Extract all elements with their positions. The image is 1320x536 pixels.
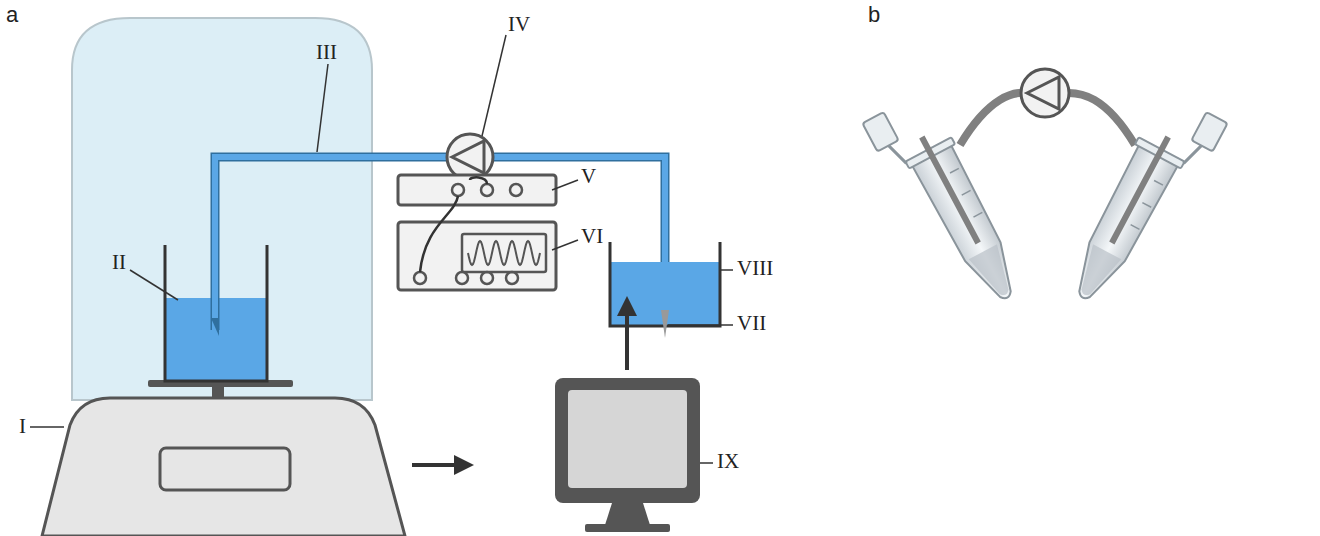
tubing	[215, 157, 665, 330]
callout-number: I	[19, 416, 26, 437]
bell-jar	[72, 18, 372, 400]
panel-letter: a	[6, 4, 18, 26]
callout-number: IV	[508, 14, 530, 35]
callout-number: VII	[737, 313, 766, 334]
amplifier	[398, 175, 556, 205]
callout-number: V	[581, 166, 596, 187]
callout-number: VI	[581, 226, 603, 247]
balance	[42, 398, 405, 536]
panel-letter: b	[868, 4, 880, 26]
callout-number: VIII	[737, 258, 773, 279]
leader-lines	[30, 35, 733, 463]
nozzle	[661, 310, 669, 338]
pump	[1021, 69, 1069, 117]
callout-number: II	[112, 252, 126, 273]
callout-number: IX	[717, 451, 739, 472]
computer	[555, 378, 700, 503]
callout-number: III	[316, 42, 337, 63]
pump	[447, 134, 493, 180]
